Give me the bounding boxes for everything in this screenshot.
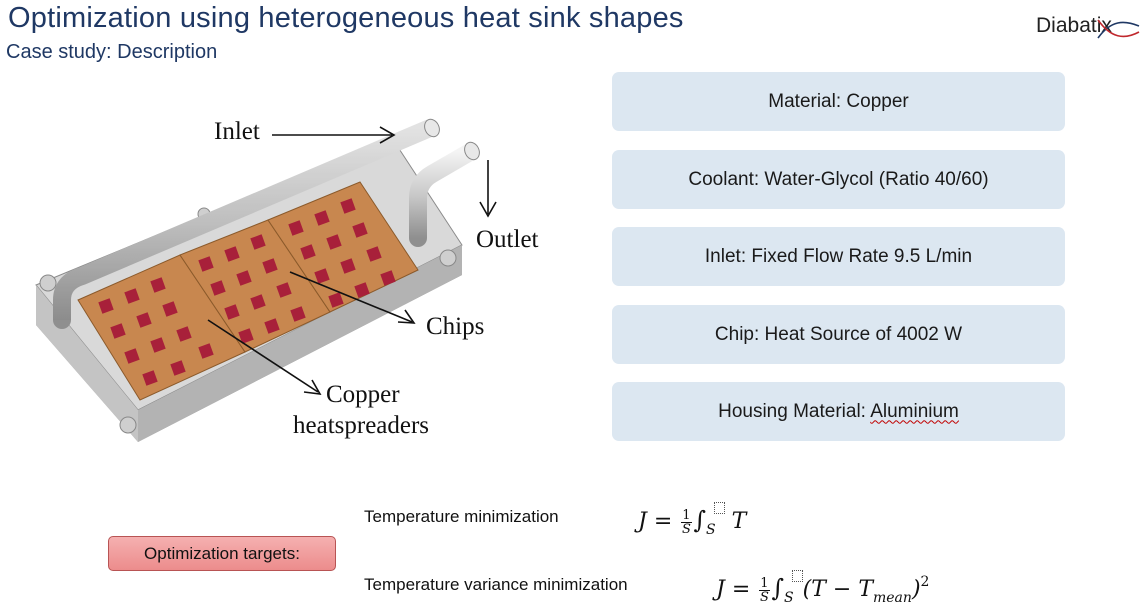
spec-text: Chip: Heat Source of 4002 W	[714, 323, 963, 345]
spec-prefix: Housing Material:	[718, 400, 871, 422]
logo-text: Diabatix	[1036, 14, 1112, 37]
spec-text: Material: Copper	[768, 90, 909, 112]
label-copper: Copper	[326, 381, 400, 408]
page-subtitle: Case study: Description	[6, 41, 218, 63]
spec-text: Coolant: Water-Glycol (Ratio 40/60)	[688, 168, 989, 190]
optimization-targets-button[interactable]: Optimization targets:	[108, 536, 336, 571]
diabatix-logo: Diabatix	[1036, 12, 1140, 46]
label-heatspreaders: heatspreaders	[293, 412, 430, 439]
label-inlet: Inlet	[214, 118, 260, 145]
spec-card-inlet: Inlet: Fixed Flow Rate 9.5 L/min	[612, 227, 1065, 286]
spec-card-material: Material: Copper	[612, 72, 1065, 131]
spec-card-coolant: Coolant: Water-Glycol (Ratio 40/60)	[612, 150, 1065, 209]
target-label-temperature: Temperature minimization	[364, 507, 559, 526]
spec-text: Inlet: Fixed Flow Rate 9.5 L/min	[704, 245, 973, 267]
page-title: Optimization using heterogeneous heat si…	[8, 2, 684, 34]
spec-card-chip: Chip: Heat Source of 4002 W	[612, 305, 1065, 364]
placeholder-box-icon	[791, 570, 803, 582]
logo-swoosh-icon	[1097, 19, 1140, 39]
heat-sink-figure: Inlet Outlet Chips Copper heatspreaders	[0, 95, 590, 465]
label-chips: Chips	[426, 313, 485, 340]
placeholder-box-icon	[713, 502, 725, 514]
heat-sink-illustration	[35, 118, 497, 442]
label-outlet: Outlet	[476, 226, 539, 253]
spec-card-housing: Housing Material: Aluminium	[612, 382, 1065, 441]
spec-highlight: Aluminium	[870, 400, 959, 422]
spec-text: Housing Material: Aluminium	[718, 401, 959, 423]
target-label-variance: Temperature variance minimization	[364, 575, 628, 594]
